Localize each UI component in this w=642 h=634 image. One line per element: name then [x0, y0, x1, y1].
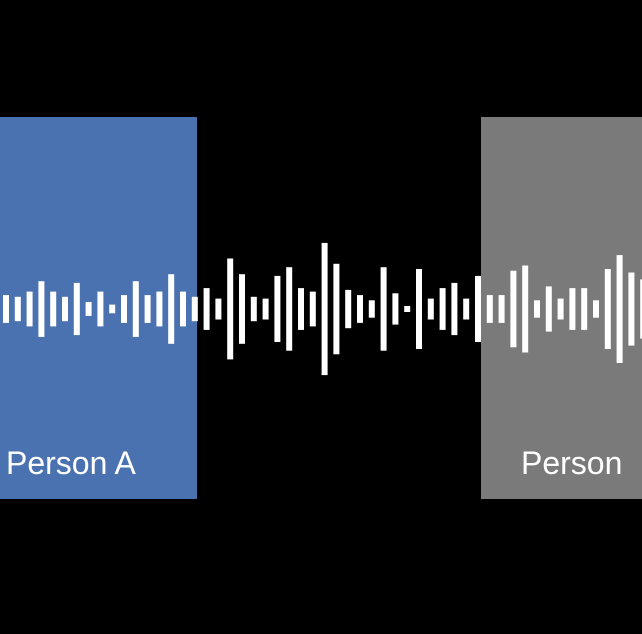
waveform-bar — [368, 300, 375, 318]
waveform-bar — [97, 291, 104, 327]
waveform-bar — [168, 274, 175, 344]
waveform-bar — [416, 269, 422, 349]
waveform-bar — [62, 296, 68, 322]
waveform-bar — [38, 281, 45, 337]
waveform-bar — [486, 295, 493, 323]
waveform-bar — [203, 288, 210, 330]
waveform-bar — [298, 288, 304, 330]
waveform-bar — [144, 295, 151, 323]
waveform-bar — [404, 306, 411, 312]
speaker-label-b: Person — [521, 445, 623, 481]
waveform-bar — [380, 267, 387, 351]
waveform-bar — [180, 291, 186, 327]
waveform-bar — [569, 288, 576, 330]
waveform-bar — [3, 295, 9, 323]
waveform-bar — [545, 286, 552, 332]
waveform-bar — [510, 270, 517, 348]
waveform-bar — [463, 298, 470, 320]
waveform-bar — [640, 279, 642, 339]
waveform-bar — [85, 302, 92, 316]
waveform-bar — [593, 300, 599, 318]
waveform-bar — [557, 298, 564, 320]
waveform-bar — [121, 295, 127, 323]
waveform-bar — [475, 275, 481, 342]
waveform-bar — [73, 282, 80, 336]
speaker-label-a: Person A — [6, 445, 136, 481]
waveform-bar — [392, 293, 399, 325]
waveform-bar — [498, 295, 505, 323]
waveform-bar — [427, 298, 434, 320]
waveform-bar — [215, 298, 222, 320]
waveform-bar — [50, 291, 57, 327]
waveform-bar — [345, 289, 352, 329]
waveform-bar — [628, 272, 635, 346]
waveform-bar — [321, 242, 328, 376]
waveform-bar — [616, 255, 623, 363]
waveform-bar — [239, 274, 245, 344]
waveform-bar — [250, 296, 257, 322]
waveform-bar — [534, 300, 540, 318]
waveform-bar — [191, 296, 198, 322]
waveform-bar — [227, 258, 234, 360]
waveform-bar — [26, 291, 33, 327]
waveform-bar — [109, 304, 116, 314]
waveform-bar — [439, 288, 446, 330]
waveform-bar — [522, 265, 529, 353]
waveform-bar — [286, 267, 293, 351]
waveform-bar — [333, 263, 340, 355]
waveform-bar — [132, 281, 139, 337]
waveform-bar — [262, 298, 269, 320]
waveform-bar — [451, 282, 458, 336]
waveform-bar — [274, 275, 281, 342]
waveform-bar — [357, 295, 363, 323]
waveform-bar — [156, 291, 163, 327]
waveform-bar — [309, 291, 316, 327]
waveform-bar — [581, 288, 588, 330]
waveform-bar — [604, 269, 611, 349]
waveform-bar — [14, 296, 21, 322]
